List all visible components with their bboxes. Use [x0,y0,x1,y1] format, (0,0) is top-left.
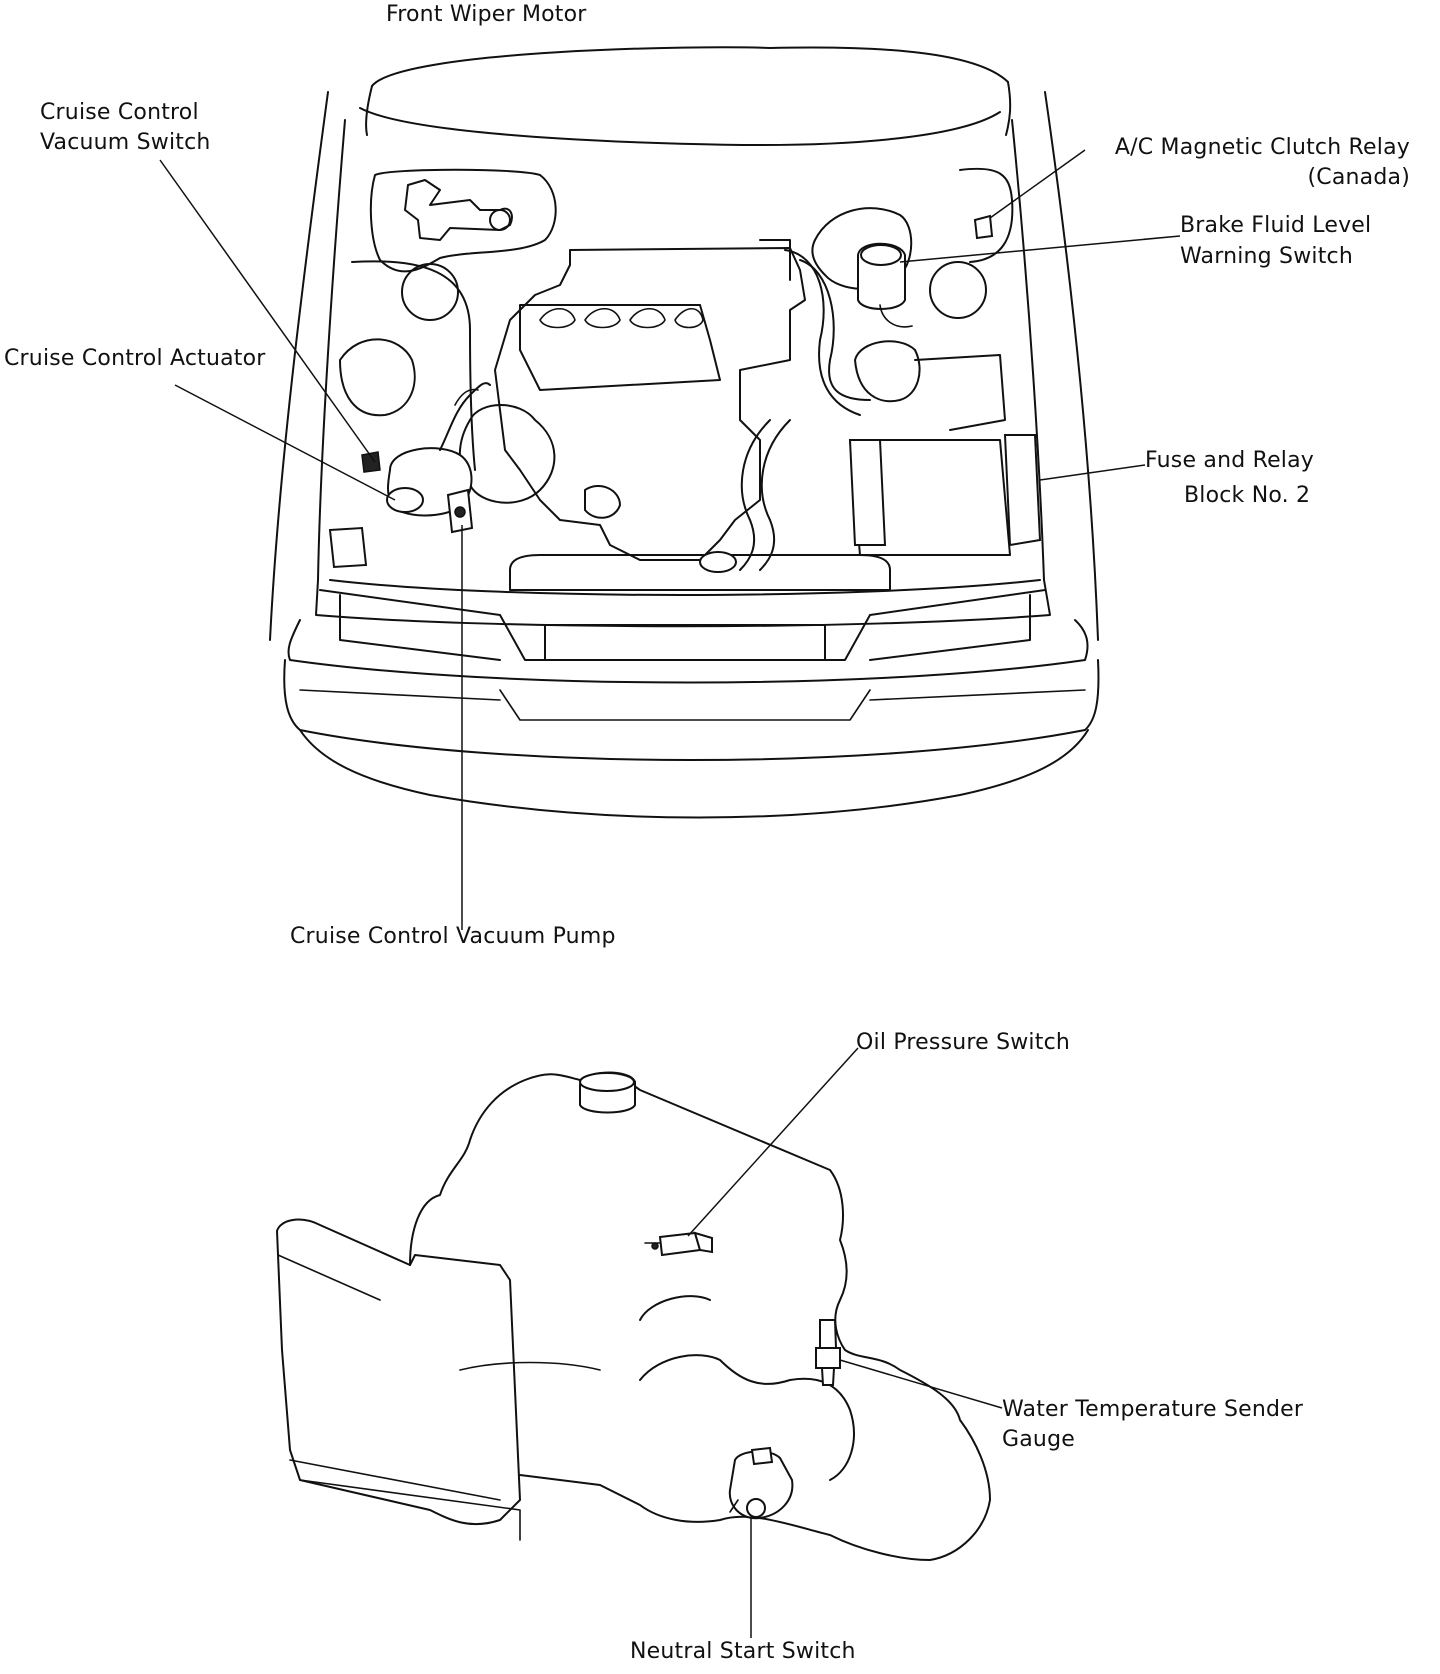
label-front-wiper-motor: Front Wiper Motor [386,2,587,27]
engine-block [328,179,1042,591]
leader-lines [159,149,1181,1638]
label-water-temp-line1: Water Temperature Sender [1002,1397,1304,1422]
label-oil-pressure-switch: Oil Pressure Switch [856,1030,1071,1055]
water-temp-sender-part [815,1319,841,1386]
label-ac-clutch-relay-line1: A/C Magnetic Clutch Relay [1114,135,1410,160]
label-brake-fluid-line1: Brake Fluid Level [1180,213,1372,238]
oil-pressure-switch-part [644,1231,713,1257]
engine-side-view [276,1071,991,1561]
label-fuse-relay-line2: Block No. 2 [1184,483,1311,508]
label-water-temp-line2: Gauge [1002,1427,1075,1452]
label-cruise-vacuum-switch-line1: Cruise Control [40,100,199,125]
label-neutral-start-switch: Neutral Start Switch [630,1639,856,1664]
cruise-actuator-cluster [361,382,491,534]
label-ac-clutch-relay-line2: (Canada) [1307,165,1410,190]
car-body [269,46,1100,819]
neutral-start-switch-part [728,1446,794,1520]
label-cruise-vacuum-switch-line2: Vacuum Switch [40,130,211,155]
label-fuse-relay-line1: Fuse and Relay [1145,448,1315,473]
label-brake-fluid-line2: Warning Switch [1180,244,1353,269]
label-cruise-vacuum-pump: Cruise Control Vacuum Pump [290,924,616,949]
label-cruise-actuator: Cruise Control Actuator [4,346,266,371]
ac-relay-part [973,214,994,240]
